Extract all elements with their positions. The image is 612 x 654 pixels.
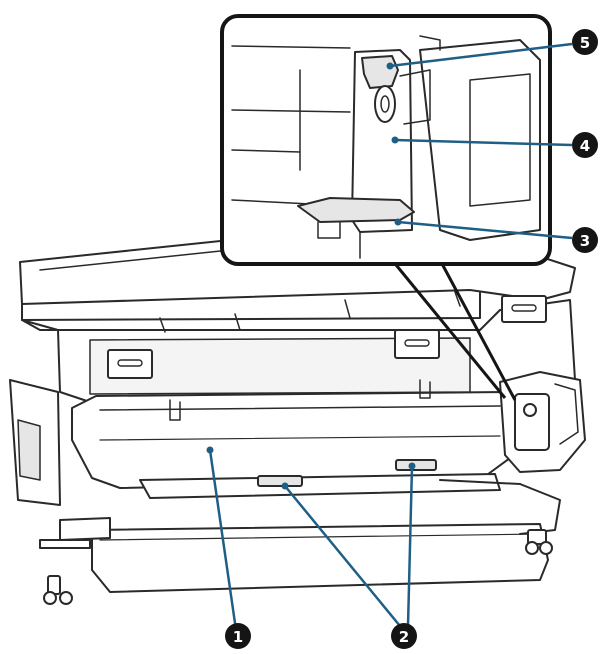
zoom-inset (220, 14, 552, 401)
leader-1 (208, 449, 238, 631)
callout-label-3: 3 (580, 232, 590, 250)
inset-detail (231, 35, 541, 259)
front-label-left (107, 349, 153, 379)
paper-roll (91, 523, 549, 593)
callout-badge-5: 5 (572, 29, 598, 55)
guide-bar-right (395, 459, 437, 471)
caster-left-2 (59, 591, 73, 605)
holder-lever (361, 55, 399, 89)
callout-badge-3: 3 (572, 227, 598, 253)
leader-5 (389, 42, 573, 68)
front-label-right (394, 329, 440, 359)
inset-pointer-right (438, 259, 517, 401)
callout-badge-4: 4 (572, 132, 598, 158)
callout-badge-1: 1 (225, 623, 251, 649)
printer-illustration (9, 239, 586, 605)
callout-leaders (208, 42, 573, 631)
leader-2a (284, 485, 401, 627)
guide-bar-left (257, 475, 303, 487)
leader-dots (206, 62, 416, 490)
holder-tray (297, 197, 415, 223)
inset-pointer-left (390, 259, 507, 399)
caster-left-1 (43, 591, 57, 605)
callout-label-1: 1 (233, 628, 243, 646)
leader-2b (406, 465, 414, 627)
leader-3 (397, 220, 573, 240)
callout-label-5: 5 (580, 34, 590, 52)
caster-right-2 (539, 541, 553, 555)
caster-right-1 (525, 541, 539, 555)
callout-label-4: 4 (580, 137, 590, 155)
callout-label-2: 2 (399, 628, 409, 646)
side-label (501, 295, 547, 323)
leader-4 (394, 138, 573, 147)
callout-badge-2: 2 (391, 623, 417, 649)
